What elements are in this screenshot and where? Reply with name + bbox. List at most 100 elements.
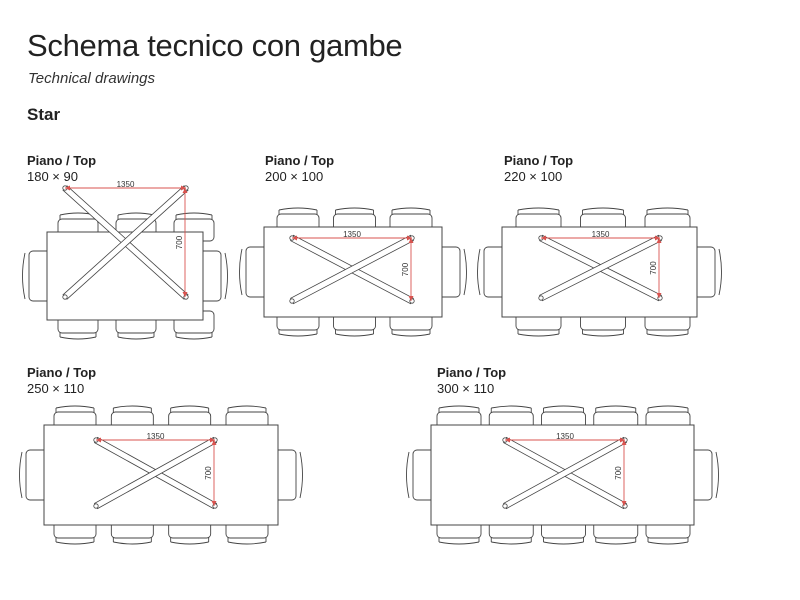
chair-backrest xyxy=(517,333,560,337)
table-label-key: Piano / Top xyxy=(27,153,97,168)
dimension-arrow xyxy=(408,296,414,301)
page-subtitle: Technical drawings xyxy=(28,70,156,87)
dimension-arrow xyxy=(210,437,215,443)
chair-backrest xyxy=(463,248,467,296)
chair-backrest xyxy=(227,541,267,545)
chair-backrest xyxy=(491,541,532,545)
table-plan-2: 1350 700 xyxy=(239,207,467,337)
table-label-4: Piano / Top 250 × 110 xyxy=(27,365,96,397)
leg-foot xyxy=(502,503,508,509)
dimension-arrow xyxy=(292,235,297,241)
chair-backrest xyxy=(595,405,636,409)
dimension-arrow xyxy=(211,440,217,445)
chair-backrest xyxy=(647,541,689,545)
chair-backrest xyxy=(227,405,267,409)
model-name: Star xyxy=(27,105,61,124)
dimension-arrow xyxy=(656,238,662,243)
dimension-arrow xyxy=(541,235,546,241)
chair-backrest xyxy=(582,333,624,337)
chair-backrest xyxy=(718,248,722,296)
chair-backrest xyxy=(175,212,213,216)
table-label-size: 180 × 90 xyxy=(27,169,78,184)
dimension-arrow xyxy=(182,188,188,193)
dimension-arrow xyxy=(655,235,660,241)
table-label-key: Piano / Top xyxy=(437,365,507,380)
chair-backrest xyxy=(647,405,689,409)
table-label-2: Piano / Top 200 × 100 xyxy=(265,153,334,185)
dimension-arrow xyxy=(621,501,627,506)
table-plan-4: 1350 700 xyxy=(19,405,303,545)
dimension-width-label: 700 xyxy=(649,261,658,275)
dimension-length-label: 1350 xyxy=(147,432,165,441)
chair-backrest xyxy=(543,541,584,545)
chair-backrest xyxy=(477,248,481,296)
dimension-arrow xyxy=(211,501,217,506)
table-label-1: Piano / Top 180 × 90 xyxy=(27,153,96,185)
leg-foot xyxy=(62,294,68,300)
chair-backrest xyxy=(19,451,23,499)
page-title: Schema tecnico con gambe xyxy=(27,28,403,63)
chair-backrest xyxy=(170,405,209,409)
dimension-arrow xyxy=(505,437,510,443)
chair-backrest xyxy=(59,336,97,340)
chair-backrest xyxy=(491,405,532,409)
table-label-key: Piano / Top xyxy=(265,153,335,168)
chair-backrest xyxy=(299,451,303,499)
dimension-arrow xyxy=(408,238,414,243)
chair-backrest xyxy=(391,207,431,211)
chair-backrest xyxy=(438,541,480,545)
chair-backrest xyxy=(170,541,209,545)
chair-backrest xyxy=(117,336,155,340)
table-label-3: Piano / Top 220 × 100 xyxy=(504,153,573,185)
dimension-arrow xyxy=(182,292,188,297)
chair-backrest xyxy=(22,252,26,300)
table-plan-5: 1350 700 xyxy=(406,405,719,545)
table-label-key: Piano / Top xyxy=(27,365,97,380)
dimension-width-label: 700 xyxy=(401,262,410,276)
chair-backrest xyxy=(391,333,431,337)
dimension-arrow xyxy=(656,293,662,298)
chair-backrest xyxy=(239,248,243,296)
dimension-length-label: 1350 xyxy=(343,230,361,239)
chair-backrest xyxy=(278,207,318,211)
chair-backrest xyxy=(224,252,228,300)
chair-backrest xyxy=(335,333,374,337)
dimension-arrow xyxy=(65,185,70,191)
chair-backrest xyxy=(117,212,155,216)
dimension-length-label: 1350 xyxy=(556,432,574,441)
dimension-arrow xyxy=(621,440,627,445)
chair-backrest xyxy=(582,207,624,211)
leg-foot xyxy=(93,503,99,509)
chair-backrest xyxy=(715,451,719,499)
chair-backrest xyxy=(113,541,152,545)
table-label-size: 250 × 110 xyxy=(27,381,85,396)
chair-backrest xyxy=(335,207,374,211)
dimension-arrow xyxy=(96,437,101,443)
table-plan-3: 1350 700 xyxy=(477,207,722,337)
chair-backrest xyxy=(278,333,318,337)
leg-foot xyxy=(538,295,544,301)
table-label-5: Piano / Top 300 × 110 xyxy=(437,365,506,397)
chair-backrest xyxy=(646,207,689,211)
table-label-size: 300 × 110 xyxy=(437,381,495,396)
dimension-width-label: 700 xyxy=(204,466,213,480)
dimension-arrow xyxy=(620,437,625,443)
dimension-length-label: 1350 xyxy=(592,230,610,239)
chair-backrest xyxy=(175,336,213,340)
table-label-key: Piano / Top xyxy=(504,153,574,168)
dimension-width-label: 700 xyxy=(614,466,623,480)
chair-backrest xyxy=(595,541,636,545)
chair-backrest xyxy=(438,405,480,409)
chair-backrest xyxy=(113,405,152,409)
chair-backrest xyxy=(55,405,95,409)
table-label-size: 200 × 100 xyxy=(265,169,324,184)
dimension-arrow xyxy=(407,235,412,241)
chair-backrest xyxy=(543,405,584,409)
table-label-size: 220 × 100 xyxy=(504,169,563,184)
dimension-arrow xyxy=(181,185,186,191)
leg-foot xyxy=(289,298,295,304)
chair-backrest xyxy=(517,207,560,211)
chair-backrest xyxy=(646,333,689,337)
